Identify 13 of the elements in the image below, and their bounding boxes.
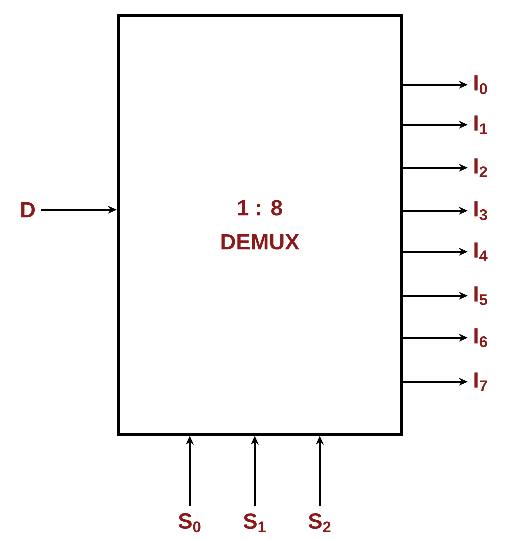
select-label: S$_{2}$	[308, 514, 331, 532]
select-label: S$_{1}$	[244, 514, 266, 532]
output-label: I$_{4}$	[474, 242, 488, 262]
output-label: I$_{2}$	[474, 158, 488, 178]
select-label: S$_{0}$	[178, 513, 201, 533]
output-label: I$_{7}$	[474, 372, 488, 392]
output-label: I$_{3}$	[474, 202, 488, 220]
input-label: D	[22, 202, 36, 218]
demux-block: 1 : 8 DEMUX	[117, 14, 403, 436]
output-label: I$_{0}$	[474, 76, 488, 94]
output-label: I$_{5}$	[474, 286, 488, 306]
output-label: I$_{6}$	[474, 328, 488, 348]
output-label: I$_{1}$	[474, 116, 488, 134]
